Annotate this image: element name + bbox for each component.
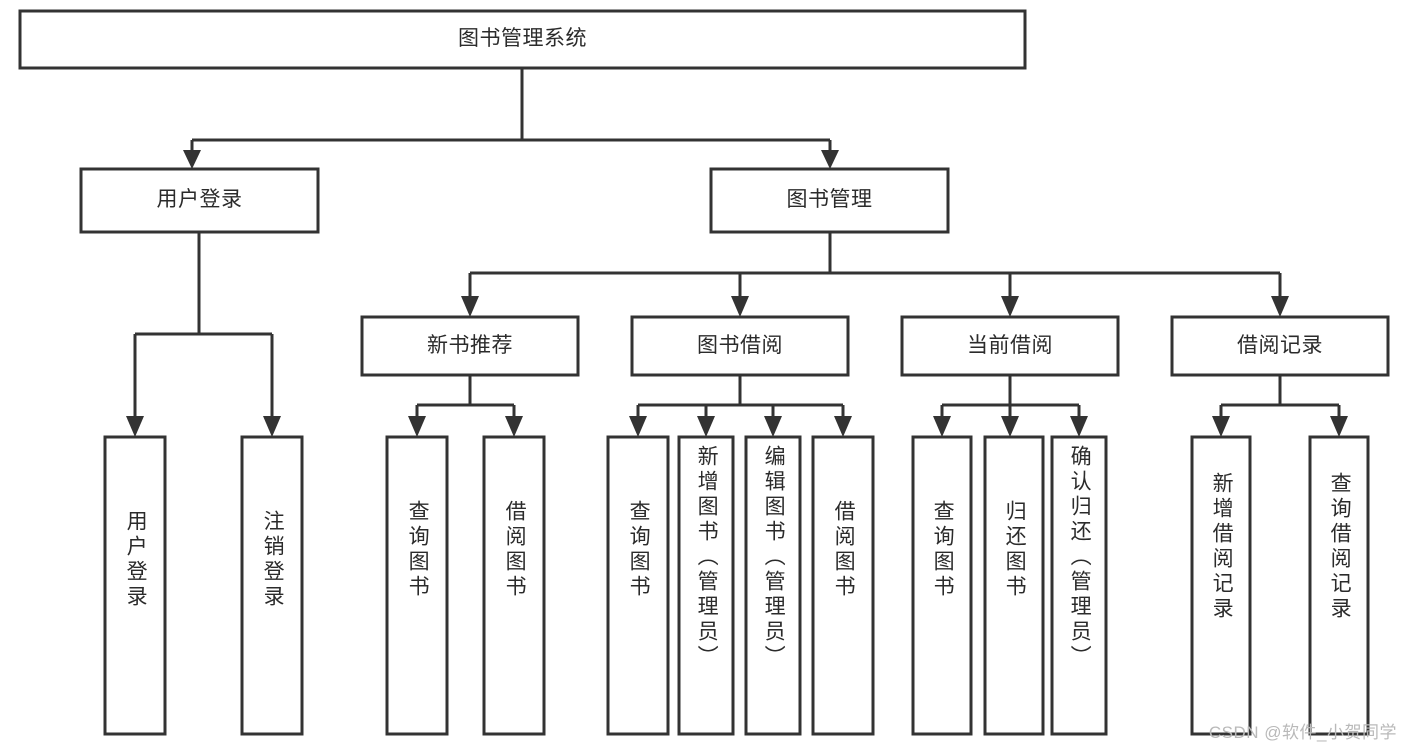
connector-book-borrow-to-leaves <box>629 375 852 437</box>
node-current-borrow[interactable] <box>900 315 1120 377</box>
node-leaf-add-record[interactable] <box>1190 435 1252 736</box>
node-leaf-edit-book[interactable] <box>744 435 802 736</box>
node-book-manage[interactable] <box>709 167 950 234</box>
node-book-borrow[interactable] <box>630 315 850 377</box>
node-leaf-logout[interactable] <box>240 435 304 736</box>
node-leaf-query-book-3[interactable] <box>911 435 973 736</box>
connector-borrow-record-to-leaves <box>1212 375 1348 437</box>
node-leaf-return-book[interactable] <box>983 435 1045 736</box>
node-leaf-borrow-book-2[interactable] <box>811 435 875 736</box>
watermark-text: CSDN @软件_小贺同学 <box>1208 723 1397 742</box>
node-leaf-confirm-return[interactable] <box>1050 435 1108 736</box>
node-borrow-record[interactable] <box>1170 315 1390 377</box>
connector-book-manage-to-level3 <box>461 232 1289 317</box>
connector-user-login-to-leaves <box>126 232 281 437</box>
connector-current-borrow-to-leaves <box>933 375 1088 437</box>
node-leaf-query-record[interactable] <box>1308 435 1370 736</box>
node-new-book-rec[interactable] <box>360 315 580 377</box>
node-leaf-add-book[interactable] <box>677 435 735 736</box>
connector-new-book-rec-to-leaves <box>408 375 523 437</box>
connector-root-to-level2 <box>183 68 839 169</box>
node-leaf-user-login[interactable] <box>103 435 167 736</box>
node-root[interactable] <box>18 9 1027 70</box>
node-leaf-borrow-book-1[interactable] <box>482 435 546 736</box>
node-user-login[interactable] <box>79 167 320 234</box>
node-leaf-query-book-1[interactable] <box>385 435 449 736</box>
node-leaf-query-book-2[interactable] <box>606 435 670 736</box>
